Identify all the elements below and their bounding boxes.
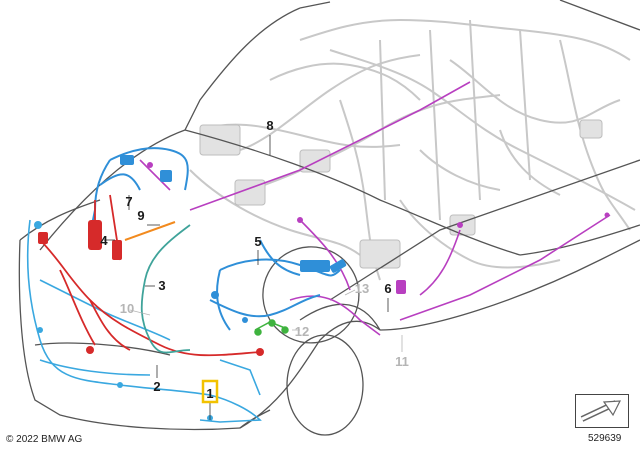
harness-intermediate: [140, 224, 191, 354]
callout-12[interactable]: 12: [295, 324, 309, 339]
front-wheel: [286, 334, 364, 436]
callout-2[interactable]: 2: [153, 379, 160, 394]
next-arrow-button[interactable]: [575, 394, 629, 428]
car-outline: [18, 0, 640, 431]
harness-headlight-components: [38, 220, 264, 356]
leader-lines-grey: [129, 289, 403, 352]
copyright-text: © 2022 BMW AG: [6, 434, 83, 445]
callout-7[interactable]: 7: [125, 194, 132, 209]
callout-6[interactable]: 6: [384, 281, 391, 296]
harness-engine-compartment-components: [120, 155, 347, 323]
callout-3[interactable]: 3: [158, 278, 165, 293]
next-arrow-icon: [580, 400, 622, 422]
callout-4[interactable]: 4: [100, 233, 108, 248]
leader-lines: [104, 135, 389, 420]
callout-11[interactable]: 11: [395, 354, 409, 369]
reference-number: 529639: [588, 433, 622, 444]
harness-front-bumper-components: [34, 221, 213, 421]
harness-engine-compartment: [89, 147, 341, 331]
callout-1[interactable]: 1: [206, 386, 213, 401]
harness-rear-extension-components: [147, 162, 610, 294]
callout-9[interactable]: 9: [137, 208, 144, 223]
harness-adapter: [124, 221, 176, 241]
harness-ground: [254, 319, 289, 336]
callout-13[interactable]: 13: [355, 281, 369, 296]
callout-8[interactable]: 8: [266, 118, 273, 133]
callout-10[interactable]: 10: [120, 301, 134, 316]
harness-rear-extension: [139, 81, 611, 336]
callout-5[interactable]: 5: [254, 234, 261, 249]
callout-1-highlight: [201, 379, 219, 404]
